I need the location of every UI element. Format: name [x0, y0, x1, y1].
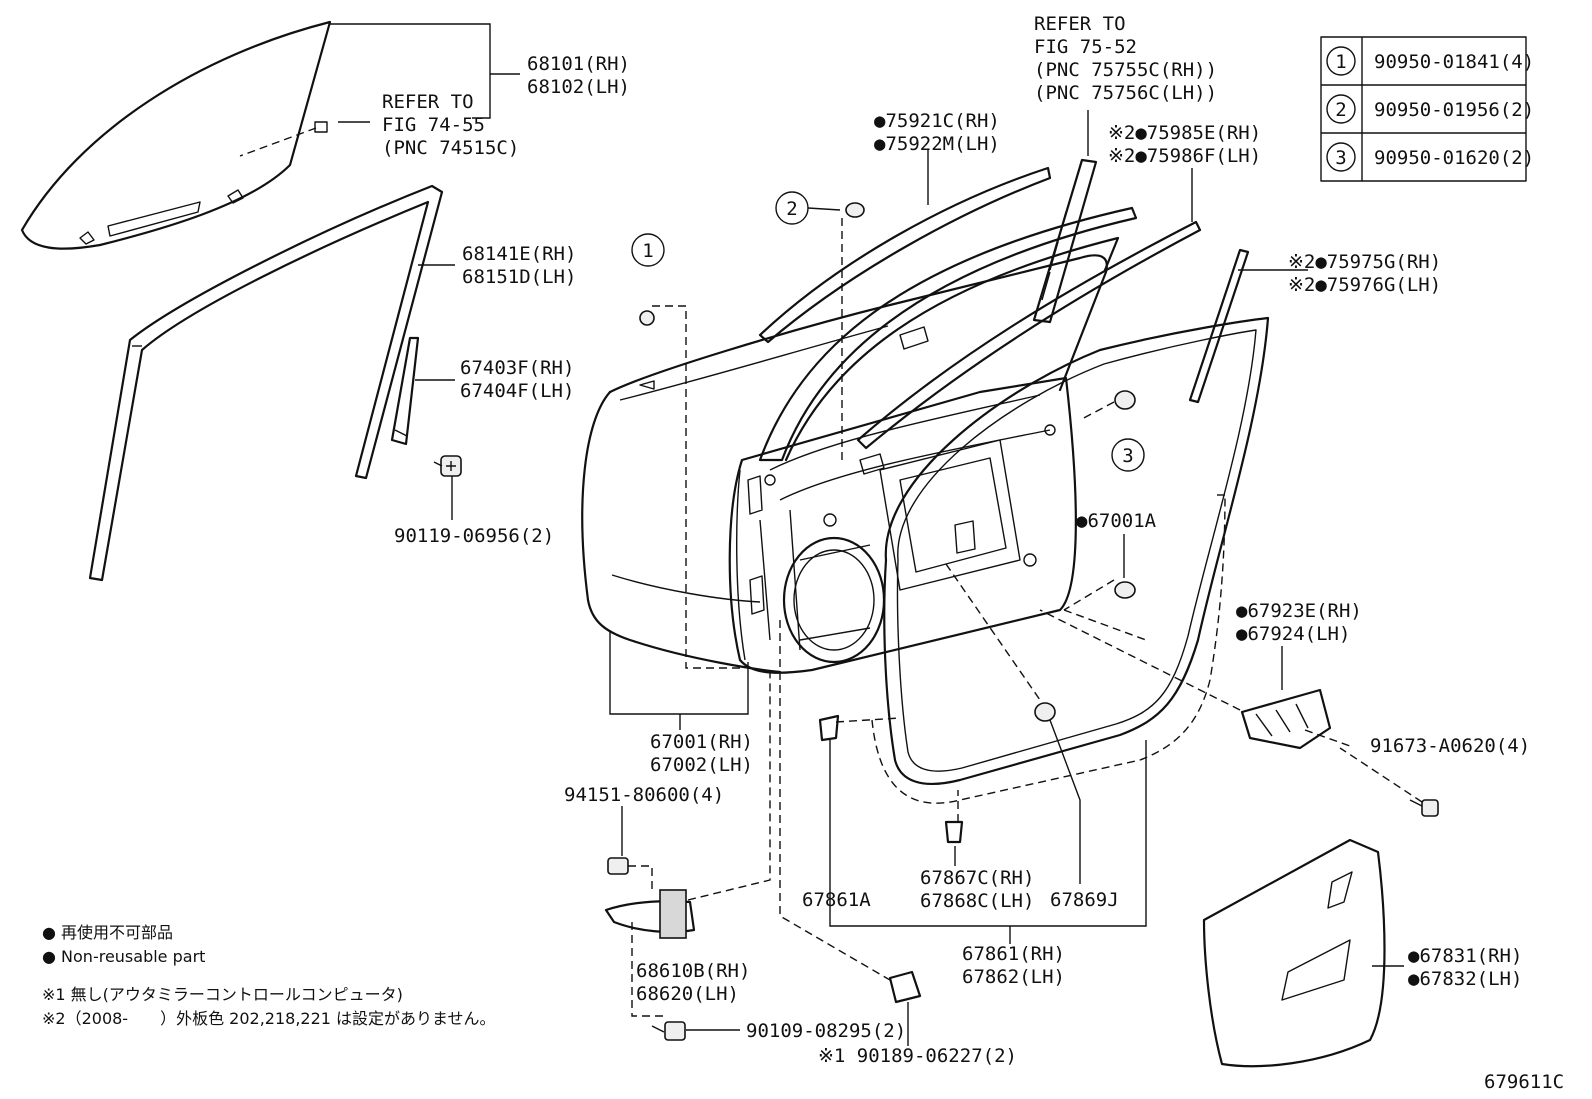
note-non-reusable-en: ● Non-reusable part [42, 947, 205, 966]
pillar-piece [1032, 158, 1098, 324]
legend-row-2: 2 90950-01956(2) [1326, 94, 1534, 124]
label-service-cover-rh: ●67831(RH) [1408, 945, 1522, 967]
note-1: ※1 無し(アウタミラーコントロールコンピュータ) [42, 985, 403, 1004]
door-weatherstrip [883, 316, 1270, 785]
label-check-lh: 68620(LH) [636, 983, 739, 1005]
svg-text:1: 1 [1335, 51, 1346, 73]
label-grommet: ※1 90189-06227(2) [818, 1045, 1017, 1067]
weatherstrip-75975 [1188, 248, 1250, 404]
callout-2: 2 [775, 191, 841, 225]
label-refer-glass: REFER TO [382, 91, 474, 113]
label-cover-rh: ●67923E(RH) [1236, 600, 1362, 622]
label-ws-main-rh: 67861(RH) [962, 943, 1065, 965]
label-door-panel-lh: 67002(LH) [650, 754, 753, 776]
label-bolt-check: 90109-08295(2) [746, 1020, 906, 1042]
label-ws-75986: ※2●75986F(LH) [1108, 145, 1261, 167]
label-sash-rh: 67403F(RH) [460, 357, 574, 379]
run-channel [88, 184, 444, 582]
part-labels: 68101(RH) 68102(LH) REFER TO FIG 74-55 (… [382, 13, 1564, 1093]
label-refer-glass-pnc: (PNC 74515C) [382, 137, 519, 159]
legend-part-1: 90950-01841(4) [1374, 51, 1534, 73]
label-ws-75975: ※2●75975G(RH) [1288, 251, 1441, 273]
weatherstrip-75985 [856, 220, 1202, 450]
note-2: ※2（2008- ）外板色 202,218,221 は設定がありません。 [42, 1009, 496, 1028]
grommet [888, 970, 922, 1004]
label-run-channel-rh: 68141E(RH) [462, 243, 576, 265]
label-glass-rh: 68101(RH) [527, 53, 630, 75]
screw-cover [1409, 799, 1439, 817]
bolt-sash [433, 455, 462, 477]
callout-3: 3 [1111, 438, 1145, 472]
label-cover-lh: ●67924(LH) [1236, 623, 1350, 645]
label-ws-67868c: 67868C(LH) [920, 890, 1034, 912]
door-check [604, 889, 696, 939]
label-refer-top-pnc-lh: (PNC 75756C(LH)) [1034, 82, 1217, 104]
legend-table: 1 90950-01841(4) 2 90950-01956(2) 3 9095… [1320, 36, 1534, 182]
svg-text:2: 2 [1335, 99, 1346, 121]
label-moulding-rh: ●75921C(RH) [874, 110, 1000, 132]
label-glass-lh: 68102(LH) [527, 76, 630, 98]
service-hole-cover [1202, 838, 1386, 1068]
bolt-check [651, 1021, 686, 1041]
legend-part-3: 90950-01620(2) [1374, 147, 1534, 169]
svg-text:3: 3 [1335, 147, 1346, 169]
label-refer-glass-fig: FIG 74-55 [382, 114, 485, 136]
weatherstrip-dashed-outline [871, 494, 1226, 804]
label-ws-main-lh: 67862(LH) [962, 966, 1065, 988]
svg-text:1: 1 [642, 240, 653, 262]
label-run-channel-lh: 68151D(LH) [462, 266, 576, 288]
label-moulding-lh: ●75922M(LH) [874, 133, 1000, 155]
label-sash-lh: 67404F(LH) [460, 380, 574, 402]
leader-lines [239, 23, 1423, 1046]
label-ws-67867c: 67867C(RH) [920, 867, 1034, 889]
callout-1: 1 [631, 233, 665, 267]
label-ws-75985: ※2●75985E(RH) [1108, 122, 1261, 144]
label-ws-67869j: 67869J [1050, 889, 1119, 911]
svg-text:3: 3 [1122, 445, 1133, 467]
label-door-panel-rh: 67001(RH) [650, 731, 753, 753]
svg-text:2: 2 [786, 198, 797, 220]
cover-part [1240, 688, 1332, 750]
label-ws-67861a: 67861A [802, 889, 871, 911]
legend-row-1: 1 90950-01841(4) [1326, 46, 1534, 76]
label-bolt-sash: 90119-06956(2) [394, 525, 554, 547]
label-screw-cover: 91673-A0620(4) [1370, 735, 1530, 757]
label-panel-plug: ●67001A [1076, 510, 1157, 532]
label-refer-top: REFER TO [1034, 13, 1126, 35]
label-service-cover-lh: ●67832(LH) [1408, 968, 1522, 990]
figure-id: 679611C [1484, 1071, 1564, 1093]
notes: ● 再使用不可部品 ● Non-reusable part ※1 無し(アウタミ… [42, 923, 496, 1028]
label-nut-check: 94151-80600(4) [564, 784, 724, 806]
sash [390, 336, 420, 446]
clips [639, 202, 1136, 844]
window-glass [20, 20, 332, 250]
belt-moulding [758, 166, 1052, 344]
label-check-rh: 68610B(RH) [636, 960, 750, 982]
nut-check [607, 857, 629, 875]
legend-row-3: 3 90950-01620(2) [1326, 142, 1534, 172]
label-refer-top-fig: FIG 75-52 [1034, 36, 1137, 58]
note-non-reusable-jp: ● 再使用不可部品 [42, 923, 173, 942]
label-ws-75976: ※2●75976G(LH) [1288, 274, 1441, 296]
legend-part-2: 90950-01956(2) [1374, 99, 1534, 121]
label-refer-top-pnc-rh: (PNC 75755C(RH)) [1034, 59, 1217, 81]
